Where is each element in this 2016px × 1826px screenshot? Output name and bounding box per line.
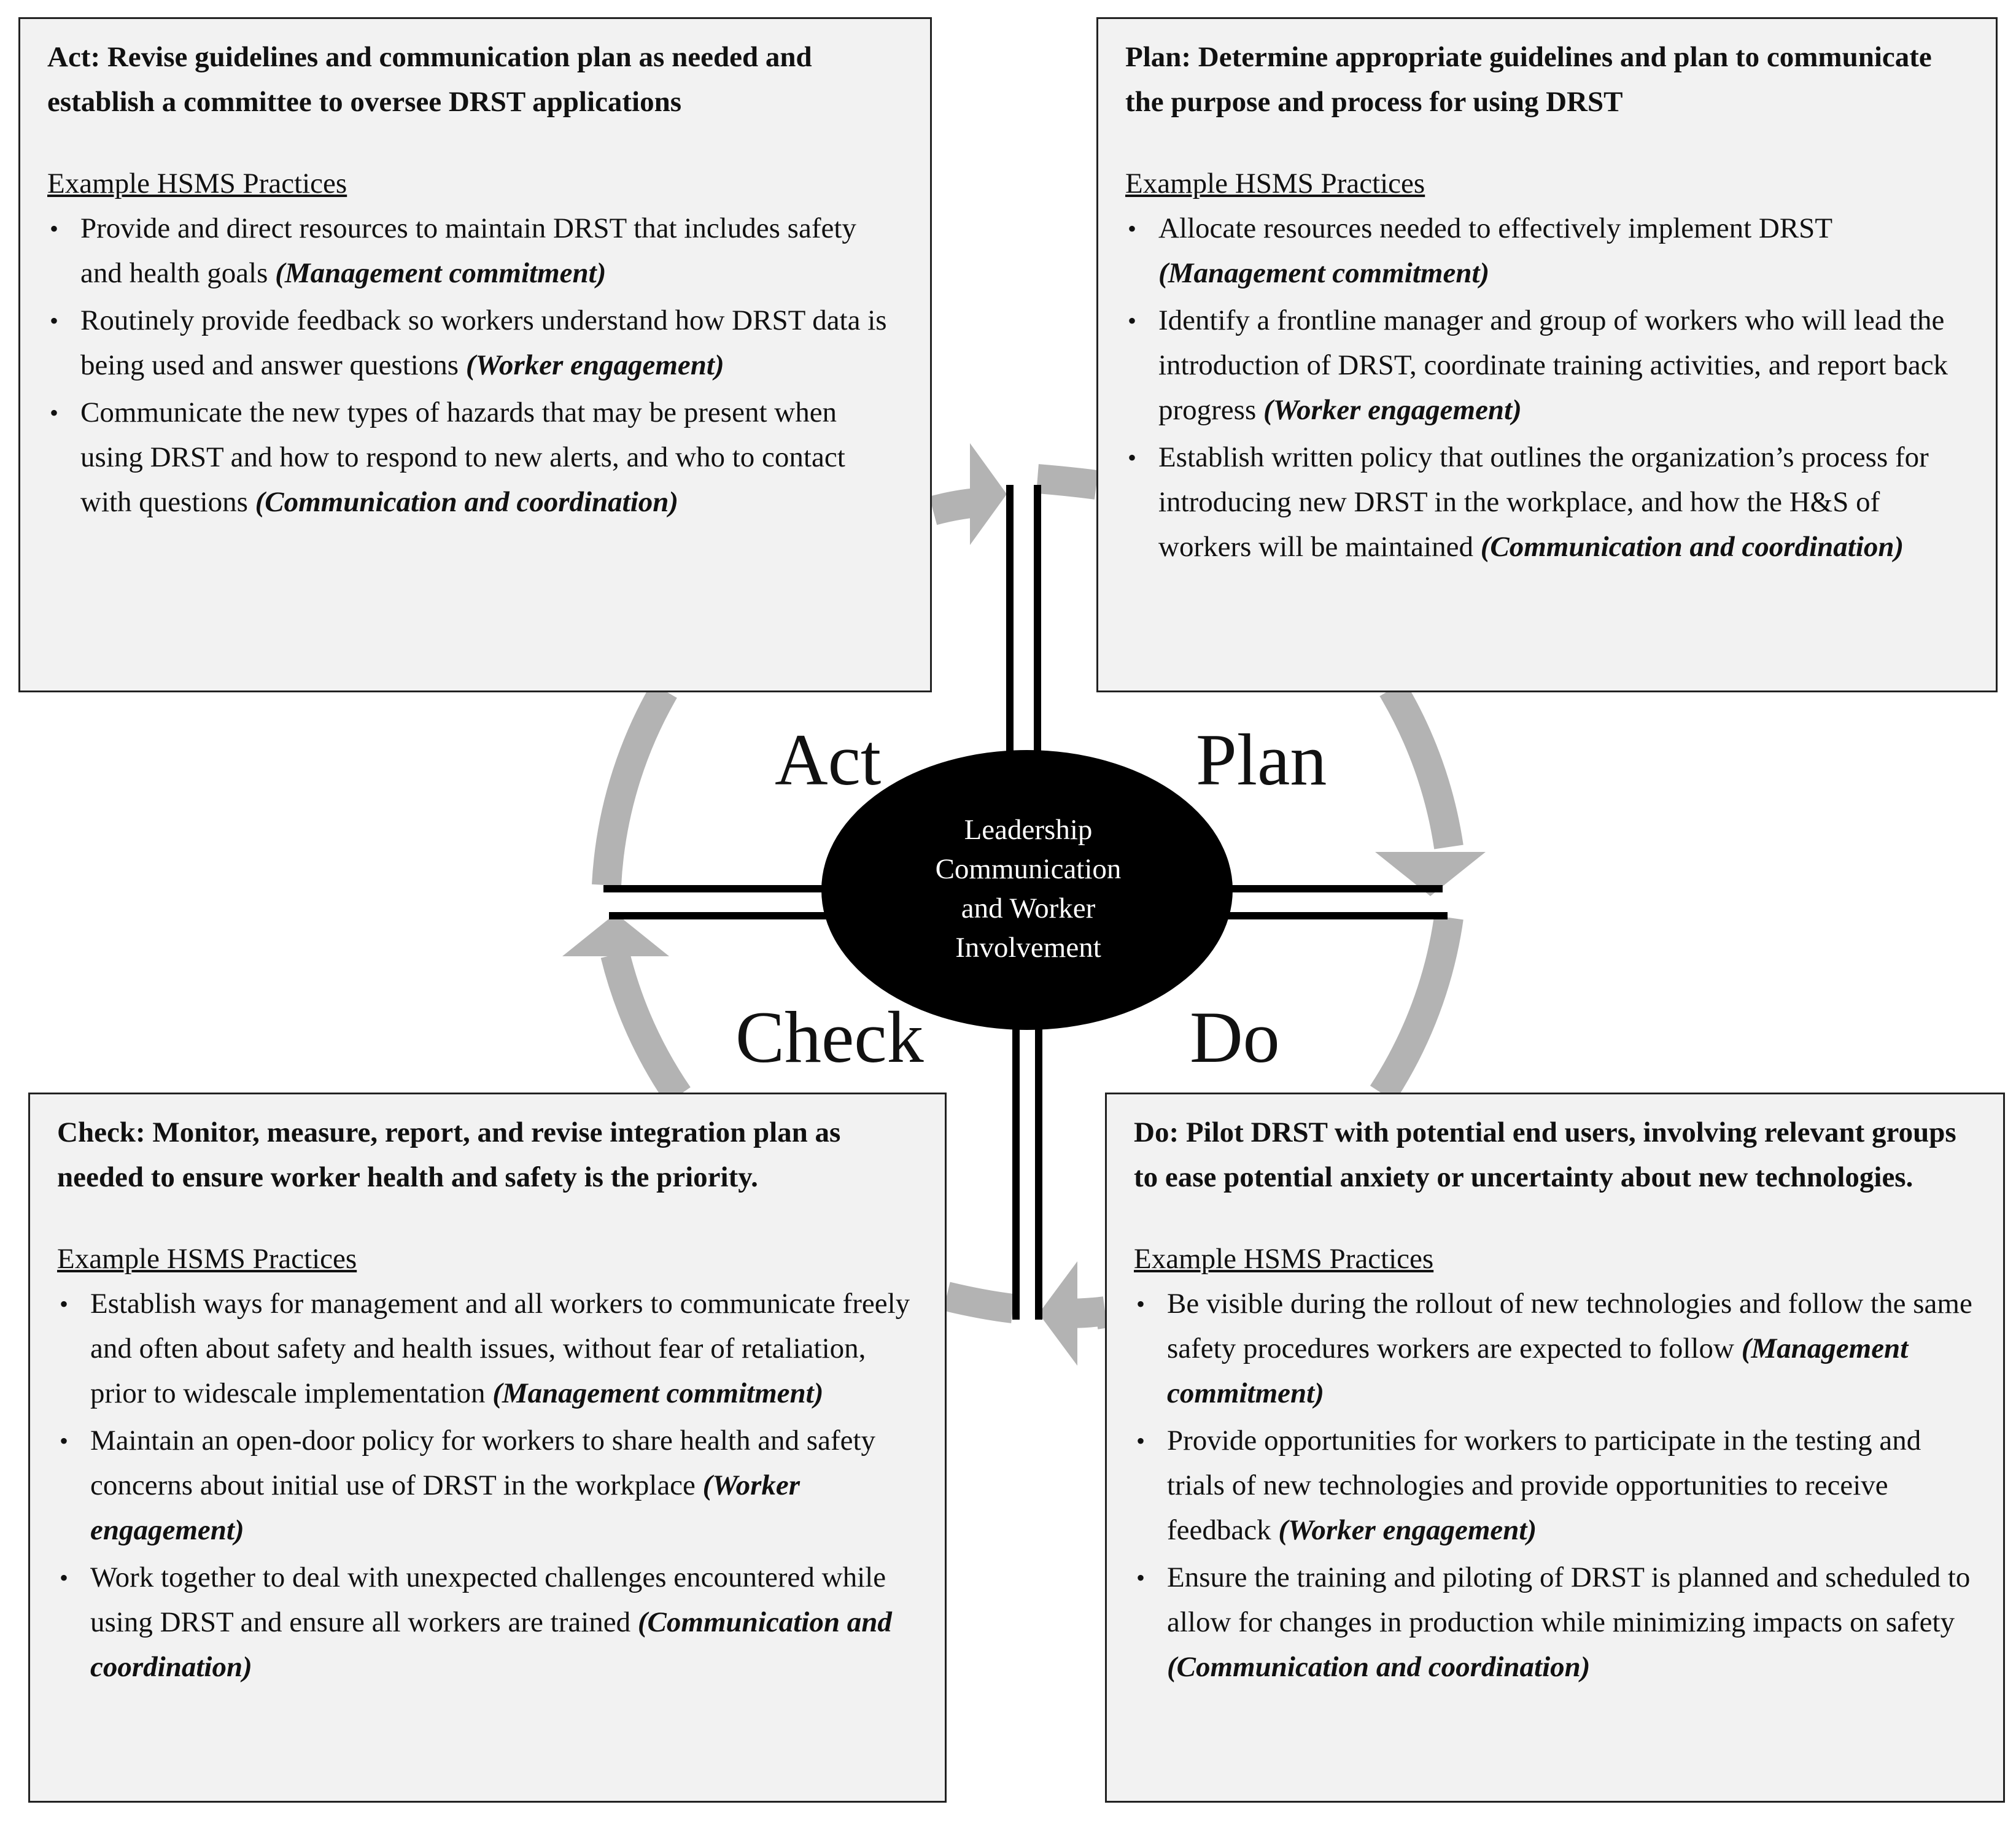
phase-label-do: Do: [1190, 996, 1280, 1078]
plan-practice-item: Establish written policy that outlines t…: [1125, 435, 1969, 570]
center-ellipse: [821, 750, 1233, 1030]
plan-practice-tag: (Worker engagement): [1263, 394, 1522, 426]
check-practice-tag: (Communication and coordination): [90, 1606, 892, 1683]
check-heading: Check: Monitor, measure, report, and rev…: [57, 1116, 841, 1193]
do-heading: Do: Pilot DRST with potential end users,…: [1134, 1116, 1956, 1193]
check-practice-item: Maintain an open-door policy for workers…: [57, 1418, 918, 1553]
plan-practice-list: Allocate resources needed to effectively…: [1125, 206, 1969, 570]
act-subheading: Example HSMS Practices: [47, 168, 347, 199]
phase-label-plan: Plan: [1196, 719, 1327, 800]
plan-practice-item: Allocate resources needed to effectively…: [1125, 206, 1969, 296]
act-practice-tag: (Management commitment): [275, 257, 607, 289]
plan-practice-text: Establish written policy that outlines t…: [1158, 441, 1929, 563]
center-label-line-1: Leadership: [964, 814, 1093, 846]
check-practice-list: Establish ways for management and all wo…: [57, 1282, 918, 1690]
do-box: Do: Pilot DRST with potential end users,…: [1105, 1093, 2005, 1803]
arrowhead-plan-to-do: [1375, 852, 1486, 896]
plan-practice-item: Identify a frontline manager and group o…: [1125, 298, 1969, 433]
plan-practice-text: Allocate resources needed to effectively…: [1158, 212, 1832, 244]
check-practice-text: Work together to deal with unexpected ch…: [90, 1561, 886, 1638]
do-practice-text: Be visible during the rollout of new tec…: [1167, 1288, 1972, 1364]
cycle-arrow-act-segment: [592, 683, 677, 886]
act-practice-item: Provide and direct resources to maintain…: [47, 206, 903, 296]
arrowhead-do-to-check: [1039, 1261, 1077, 1366]
arrowhead-check-to-act: [562, 913, 669, 956]
do-practice-text: Provide opportunities for workers to par…: [1167, 1425, 1921, 1546]
cycle-arrow-do-segment: [1370, 915, 1464, 1102]
do-practice-item: Provide opportunities for workers to par…: [1134, 1418, 1976, 1553]
act-practice-item: Communicate the new types of hazards tha…: [47, 390, 903, 525]
do-practice-tag: (Communication and coordination): [1167, 1651, 1591, 1683]
act-practice-text: Provide and direct resources to maintain…: [80, 212, 856, 289]
act-practice-text: Communicate the new types of hazards tha…: [80, 397, 845, 518]
do-subheading: Example HSMS Practices: [1134, 1243, 1434, 1275]
do-practice-list: Be visible during the rollout of new tec…: [1134, 1282, 1976, 1690]
center-label-line-3: and Worker: [961, 892, 1096, 924]
act-box: Act: Revise guidelines and communication…: [18, 17, 932, 692]
cycle-arrow-plan-to-do: [1379, 681, 1464, 849]
plan-subheading: Example HSMS Practices: [1125, 168, 1425, 199]
act-practice-item: Routinely provide feedback so workers un…: [47, 298, 903, 388]
center-label-line-2: Communication: [935, 853, 1122, 885]
check-practice-item: Establish ways for management and all wo…: [57, 1282, 918, 1416]
do-practice-tag: (Worker engagement): [1278, 1514, 1537, 1546]
act-practice-text: Routinely provide feedback so workers un…: [80, 304, 887, 381]
check-practice-item: Work together to deal with unexpected ch…: [57, 1555, 918, 1690]
check-subheading: Example HSMS Practices: [57, 1243, 357, 1275]
plan-practice-tag: (Management commitment): [1158, 257, 1490, 289]
do-practice-item: Be visible during the rollout of new tec…: [1134, 1282, 1976, 1416]
act-heading: Act: Revise guidelines and communication…: [47, 41, 812, 118]
check-practice-tag: (Worker engagement): [90, 1469, 801, 1546]
arrowhead-act-to-plan: [970, 443, 1007, 545]
phase-label-act: Act: [775, 719, 882, 800]
check-practice-tag: (Management commitment): [492, 1377, 824, 1409]
cycle-arrow-check-bottom: [943, 1282, 1015, 1323]
do-practice-tag: (Management commitment): [1167, 1333, 1909, 1409]
plan-practice-tag: (Communication and coordination): [1480, 531, 1904, 563]
check-practice-text: Establish ways for management and all wo…: [90, 1288, 910, 1409]
plan-heading: Plan: Determine appropriate guidelines a…: [1125, 41, 1932, 118]
do-practice-item: Ensure the training and piloting of DRST…: [1134, 1555, 1976, 1690]
cycle-arrow-plan-top: [1036, 464, 1099, 500]
check-practice-text: Maintain an open-door policy for workers…: [90, 1425, 876, 1501]
center-label: Leadership Communication and Worker Invo…: [832, 810, 1225, 967]
do-practice-text: Ensure the training and piloting of DRST…: [1167, 1561, 1971, 1638]
act-practice-tag: (Communication and coordination): [255, 486, 679, 518]
act-practice-tag: (Worker engagement): [465, 349, 724, 381]
act-practice-list: Provide and direct resources to maintain…: [47, 206, 903, 525]
center-label-line-4: Involvement: [955, 932, 1101, 964]
check-box: Check: Monitor, measure, report, and rev…: [28, 1093, 947, 1803]
cycle-arrow-check-segment: [600, 951, 691, 1104]
phase-label-check: Check: [735, 996, 924, 1078]
plan-practice-text: Identify a frontline manager and group o…: [1158, 304, 1948, 426]
plan-box: Plan: Determine appropriate guidelines a…: [1096, 17, 1998, 692]
